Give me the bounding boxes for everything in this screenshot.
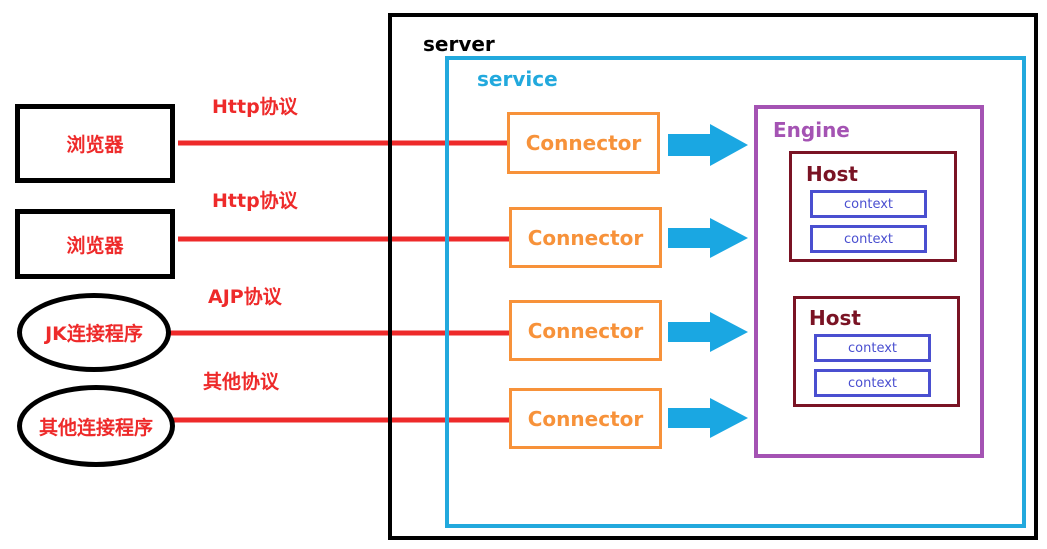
arrow-icon [668,398,748,438]
protocol-label: Http协议 [212,96,298,118]
host-title: Host [806,162,858,186]
server-container [388,13,1038,540]
client-ellipse: 其他连接程序 [17,385,175,467]
client-label: 浏览器 [66,234,124,257]
context-box: context [810,225,927,253]
arrow-icon [668,218,748,258]
connector-box: Connector [509,300,662,361]
host-container [789,151,957,262]
protocol-label: 其他协议 [203,371,280,393]
arrow-icon [668,124,748,166]
client-box: 浏览器 [15,104,175,183]
context-box: context [814,369,931,397]
engine-title: Engine [773,118,850,142]
context-box: context [814,334,931,362]
arrow-icon [668,312,748,352]
context-box: context [810,190,927,218]
connector-box: Connector [509,388,662,449]
client-label: JK连接程序 [45,323,143,345]
connector-box: Connector [509,207,662,268]
engine-container [754,105,984,458]
client-label: 浏览器 [66,134,124,156]
client-box: 浏览器 [15,209,175,279]
server-title: server [423,32,495,56]
protocol-label: Http协议 [212,190,298,212]
service-container [445,56,1026,528]
client-ellipse: JK连接程序 [17,293,171,372]
connector-box: Connector [507,112,660,174]
protocol-label: AJP协议 [208,286,282,308]
service-title: service [477,67,558,91]
host-container [793,296,960,407]
client-label: 其他连接程序 [38,416,153,439]
host-title: Host [809,306,861,330]
